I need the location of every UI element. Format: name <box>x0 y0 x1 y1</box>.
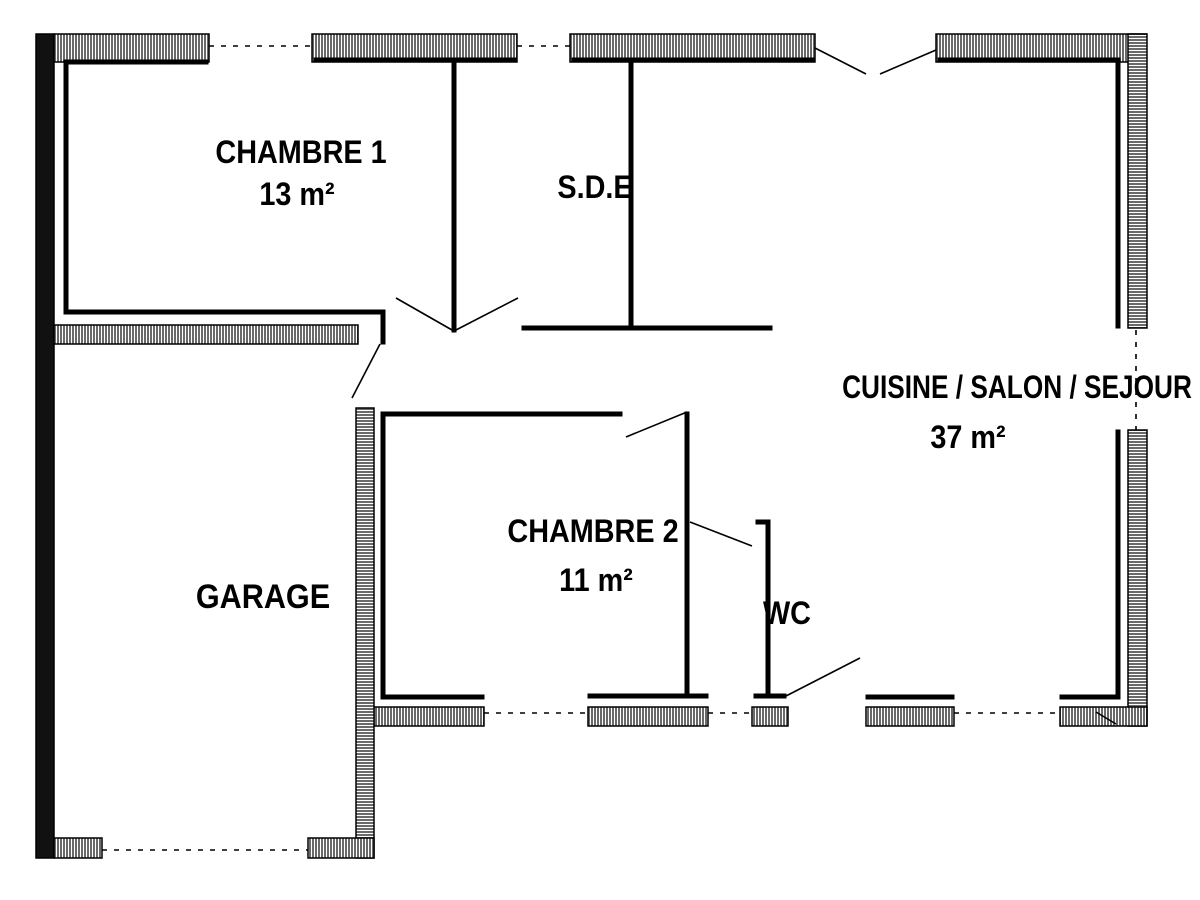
wall-garage-bottom-left <box>53 837 103 859</box>
wall-bottom-2 <box>587 706 709 727</box>
room-labels: CHAMBRE 1 13 m² S.D.E CUISINE / SALON / … <box>196 135 1192 632</box>
wall-bottom-4 <box>865 706 955 727</box>
lining-living-right-bottom <box>1059 429 1121 700</box>
wall-bottom-3 <box>751 706 789 727</box>
room-name-chambre2: CHAMBRE 2 <box>507 514 678 550</box>
doors <box>351 47 1117 725</box>
door-sde <box>455 297 519 331</box>
door-wc <box>689 521 753 547</box>
wall-garage-right <box>355 407 375 859</box>
room-name-sde: S.D.E <box>557 170 632 206</box>
partitions <box>451 59 773 699</box>
wall-right-upper <box>1127 33 1148 329</box>
door-living-bottom <box>785 657 861 697</box>
room-name-garage: GARAGE <box>196 578 330 616</box>
wall-bottom-1 <box>373 706 485 727</box>
exterior-walls <box>35 33 1148 859</box>
door-frame-mark <box>1095 711 1117 725</box>
room-area-chambre1: 13 m² <box>259 177 334 213</box>
wall-garage-top <box>53 324 359 345</box>
wall-right-lower <box>1127 429 1148 727</box>
door-chambre1 <box>395 297 453 331</box>
door-chambre2 <box>625 411 688 438</box>
partition-wc-right <box>755 519 771 699</box>
wall-garage-bottom-right <box>307 837 375 859</box>
room-name-chambre1: CHAMBRE 1 <box>215 135 386 171</box>
wall-top-1 <box>53 33 210 63</box>
room-name-cuisine: CUISINE / SALON / SEJOUR <box>842 371 1192 406</box>
room-area-chambre2: 11 m² <box>559 563 633 599</box>
door-entry-2 <box>879 49 937 75</box>
door-garage <box>351 343 381 399</box>
lining-chambre2 <box>380 411 623 700</box>
lining-chambre1 <box>63 59 386 345</box>
room-name-wc: WC <box>763 596 811 632</box>
wall-left-outer <box>35 33 55 859</box>
openings <box>102 45 1137 851</box>
wall-top-2 <box>311 33 518 63</box>
wall-top-3 <box>569 33 816 63</box>
door-entry <box>814 47 867 75</box>
room-area-cuisine: 37 m² <box>930 420 1005 456</box>
lining-living-right-top <box>937 57 1121 329</box>
